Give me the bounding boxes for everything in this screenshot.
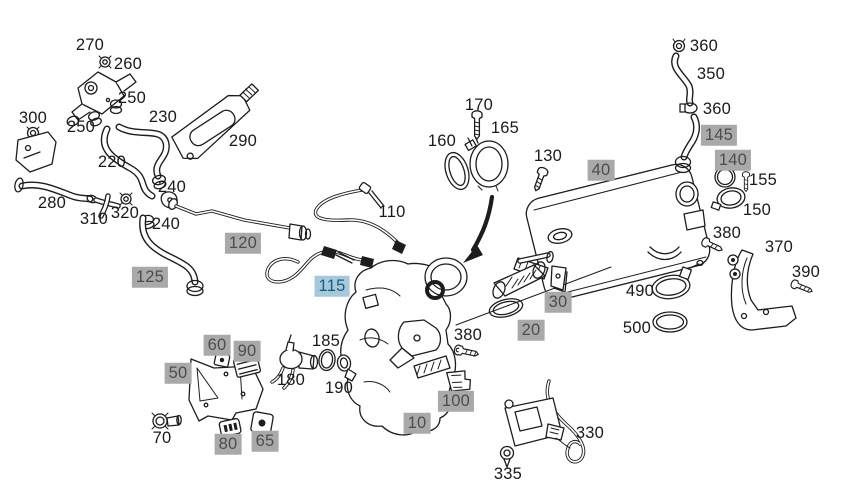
- part-label-490[interactable]: 490: [625, 281, 655, 300]
- part-drawing-hose-220: [100, 125, 156, 200]
- part-label-70[interactable]: 70: [152, 428, 172, 447]
- part-label-320[interactable]: 320: [110, 203, 140, 222]
- part-label-125[interactable]: 125: [131, 266, 169, 288]
- part-label-140[interactable]: 140: [714, 149, 752, 171]
- part-drawing-fitting-250a: [109, 99, 123, 115]
- part-label-240[interactable]: 240: [157, 177, 187, 196]
- part-drawing-bolt-390: [790, 279, 813, 293]
- part-label-270[interactable]: 270: [75, 35, 105, 54]
- part-label-360[interactable]: 360: [689, 36, 719, 55]
- part-drawing-pipe-120: [168, 198, 312, 241]
- part-label-335[interactable]: 335: [493, 464, 523, 483]
- part-drawing-hose-230: [115, 123, 170, 180]
- part-drawing-bolt-155: [742, 171, 750, 192]
- part-label-500[interactable]: 500: [622, 318, 652, 337]
- part-label-80[interactable]: 80: [214, 433, 242, 455]
- part-label-185[interactable]: 185: [311, 331, 341, 350]
- part-label-350[interactable]: 350: [696, 64, 726, 83]
- part-label-50[interactable]: 50: [164, 362, 192, 384]
- part-drawing-oring-185: [318, 348, 336, 372]
- part-label-130[interactable]: 130: [533, 146, 563, 165]
- part-label-330[interactable]: 330: [575, 423, 605, 442]
- part-drawing-hose-350: [671, 52, 694, 107]
- part-label-230[interactable]: 230: [148, 107, 178, 126]
- part-drawing-bolt-380r: [701, 237, 723, 252]
- part-drawing-sensor-330: [504, 379, 586, 464]
- part-drawing-hose-310: [93, 193, 121, 219]
- part-label-120[interactable]: 120: [224, 232, 262, 254]
- part-label-60[interactable]: 60: [203, 334, 231, 356]
- part-label-380[interactable]: 380: [712, 223, 742, 242]
- part-label-190[interactable]: 190: [324, 378, 354, 397]
- part-label-150[interactable]: 150: [742, 200, 772, 219]
- part-label-370[interactable]: 370: [764, 237, 794, 256]
- part-drawing-clamp-150: [710, 187, 746, 211]
- part-label-160[interactable]: 160: [427, 131, 457, 150]
- part-drawing-clamp-360a: [672, 38, 686, 53]
- part-drawing-clamp-165: [464, 135, 509, 192]
- part-drawing-screw-335: [499, 445, 515, 468]
- part-label-110[interactable]: 110: [378, 202, 406, 221]
- part-drawing-nut-320: [119, 192, 133, 206]
- part-label-260[interactable]: 260: [113, 54, 143, 73]
- part-label-290[interactable]: 290: [228, 131, 258, 150]
- part-drawing-plug-70: [151, 412, 182, 430]
- part-label-360[interactable]: 360: [702, 99, 732, 118]
- part-drawing-nut-300: [26, 126, 40, 140]
- part-label-250[interactable]: 250: [117, 88, 147, 107]
- part-label-220[interactable]: 220: [97, 152, 127, 171]
- part-drawing-bolt-170: [471, 110, 483, 140]
- part-drawing-grommet-190: [336, 354, 357, 382]
- part-label-100[interactable]: 100: [437, 390, 475, 412]
- part-drawing-gasket-20: [488, 298, 524, 318]
- part-drawing-gasket-160: [444, 151, 470, 191]
- part-label-10[interactable]: 10: [403, 412, 431, 434]
- part-label-390[interactable]: 390: [791, 262, 821, 281]
- part-drawing-bracket-290: [171, 83, 260, 160]
- part-drawing-coupling-30: [492, 250, 567, 299]
- part-label-165[interactable]: 165: [490, 118, 520, 137]
- part-drawing-hose-125: [139, 214, 204, 297]
- part-label-240[interactable]: 240: [151, 214, 181, 233]
- part-label-115-selected[interactable]: 115: [314, 275, 350, 297]
- direction-arrow: [463, 194, 495, 263]
- part-drawing-bracket-280: [14, 131, 98, 204]
- part-label-170[interactable]: 170: [464, 95, 494, 114]
- part-drawing-clip-80: [218, 417, 242, 437]
- part-label-380[interactable]: 380: [453, 325, 483, 344]
- part-label-40[interactable]: 40: [587, 159, 615, 181]
- part-label-250[interactable]: 250: [66, 117, 96, 136]
- part-drawing-sensor-115: [265, 246, 374, 284]
- part-drawing-fitting-250b: [66, 111, 102, 127]
- part-drawing-clamp-240a: [151, 174, 167, 190]
- part-drawing-pipe-145: [674, 113, 701, 174]
- part-drawing-bolt-380c: [453, 344, 479, 357]
- part-label-145[interactable]: 145: [700, 124, 738, 146]
- part-drawing-bracket-370: [727, 249, 797, 331]
- part-drawing-housing-10: [340, 257, 468, 436]
- part-label-180[interactable]: 180: [276, 370, 306, 389]
- part-label-20[interactable]: 20: [517, 319, 545, 341]
- part-label-65[interactable]: 65: [251, 430, 279, 452]
- part-label-155[interactable]: 155: [748, 170, 778, 189]
- leader-line: [455, 266, 612, 326]
- part-drawing-pump-180: [270, 334, 319, 390]
- part-label-90[interactable]: 90: [233, 340, 261, 362]
- part-label-30[interactable]: 30: [544, 291, 572, 313]
- part-label-310[interactable]: 310: [79, 209, 109, 228]
- part-drawing-nut-270: [98, 55, 112, 69]
- part-drawing-oring-500: [652, 311, 688, 333]
- part-drawing-sensor-110: [313, 181, 406, 254]
- part-label-280[interactable]: 280: [37, 193, 67, 212]
- part-drawing-clamp-360b: [679, 102, 698, 114]
- part-drawing-valve-260: [71, 71, 137, 121]
- part-label-300[interactable]: 300: [18, 108, 48, 127]
- part-drawing-bolt-130: [533, 166, 549, 192]
- part-drawing-clamp-490: [651, 259, 704, 300]
